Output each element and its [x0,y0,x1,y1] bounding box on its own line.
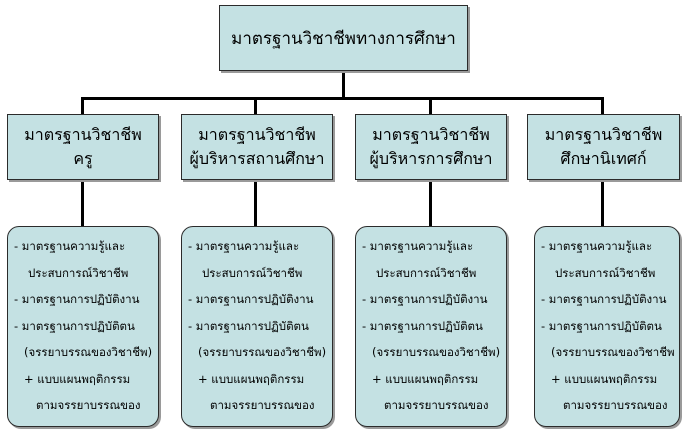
connector-to-details-2 [254,180,257,226]
connector-to-category-2 [254,97,257,114]
detail-item: ตามจรรยาบรรณของ [384,398,489,412]
category-label-line: ผู้บริหารสถานศึกษา [189,149,325,168]
details-teacher: - มาตรฐานความรู้และ ประสบการณ์วิชาชีพ - … [7,226,159,427]
detail-item: + แบบแผนพฤติกรรม [551,371,658,386]
detail-item: - มาตรฐานการปฏิบัติตน [188,318,309,333]
detail-item: - มาตรฐานการปฏิบัติงาน [362,292,488,306]
category-supervisor: มาตรฐานวิชาชีพ ศึกษานิเทศก์ [527,114,680,180]
category-label-line: มาตรฐานวิชาชีพ [544,125,663,144]
connector-to-category-1 [81,97,84,114]
details-supervisor: - มาตรฐานความรู้และ ประสบการณ์วิชาชีพ - … [534,226,680,427]
details-education-administrator: - มาตรฐานความรู้และ ประสบการณ์วิชาชีพ - … [355,226,507,427]
detail-item: ประสบการณ์วิชาชีพ [28,265,129,280]
detail-item: - มาตรฐานความรู้และ [362,239,474,253]
detail-item: - มาตรฐานการปฏิบัติตน [541,318,662,333]
detail-item: ตามจรรยาบรรณของ [36,398,141,412]
connector-to-details-4 [601,180,604,226]
detail-item: + แบบแผนพฤติกรรม [372,371,479,386]
category-label-line: ผู้บริหารการศึกษา [369,149,493,168]
connector-to-category-3 [429,97,432,114]
root-node: มาตรฐานวิชาชีพทางการศึกษา [219,5,468,71]
detail-item: + แบบแผนพฤติกรรม [24,371,131,386]
detail-item: - มาตรฐานการปฏิบัติงาน [188,292,314,306]
category-school-administrator: มาตรฐานวิชาชีพ ผู้บริหารสถานศึกษา [181,114,333,180]
connector-to-details-3 [429,180,432,226]
category-education-administrator: มาตรฐานวิชาชีพ ผู้บริหารการศึกษา [355,114,507,180]
category-label-line: มาตรฐานวิชาชีพ [24,125,142,144]
detail-item: - มาตรฐานการปฏิบัติตน [14,318,135,333]
category-teacher: มาตรฐานวิชาชีพ ครู [7,114,159,180]
horizontal-connector [81,97,604,100]
detail-item: - มาตรฐานความรู้และ [188,239,300,253]
detail-item: (จรรยาบรรณของวิชาชีพ) [24,345,153,359]
detail-item: ประสบการณ์วิชาชีพ [376,265,477,280]
detail-item: + แบบแผนพฤติกรรม [198,371,305,386]
detail-item: - มาตรฐานความรู้และ [541,239,653,253]
category-label-line: มาตรฐานวิชาชีพ [372,125,490,144]
detail-item: - มาตรฐานความรู้และ [14,239,126,253]
detail-item: - มาตรฐานการปฏิบัติงาน [14,292,140,306]
detail-item: (จรรยาบรรณของวิชาชีพ) [372,345,501,359]
detail-item: ตามจรรยาบรรณของ [563,398,668,412]
category-label-line: ครู [73,149,93,168]
category-label-line: ศึกษานิเทศก์ [560,149,647,168]
detail-item: ประสบการณ์วิชาชีพ [555,265,656,280]
detail-item: (จรรยาบรรณของวิชาชีพ) [551,345,675,359]
detail-item: - มาตรฐานการปฏิบัติตน [362,318,483,333]
details-school-administrator: - มาตรฐานความรู้และ ประสบการณ์วิชาชีพ - … [181,226,333,427]
detail-item: ประสบการณ์วิชาชีพ [202,265,303,280]
detail-item: (จรรยาบรรณของวิชาชีพ) [198,345,327,359]
root-connector-down [342,71,345,99]
category-label-line: มาตรฐานวิชาชีพ [198,125,316,144]
detail-item: - มาตรฐานการปฏิบัติงาน [541,292,667,306]
detail-item: ตามจรรยาบรรณของ [210,398,315,412]
root-label: มาตรฐานวิชาชีพทางการศึกษา [231,28,456,49]
connector-to-details-1 [81,180,84,226]
connector-to-category-4 [601,97,604,114]
